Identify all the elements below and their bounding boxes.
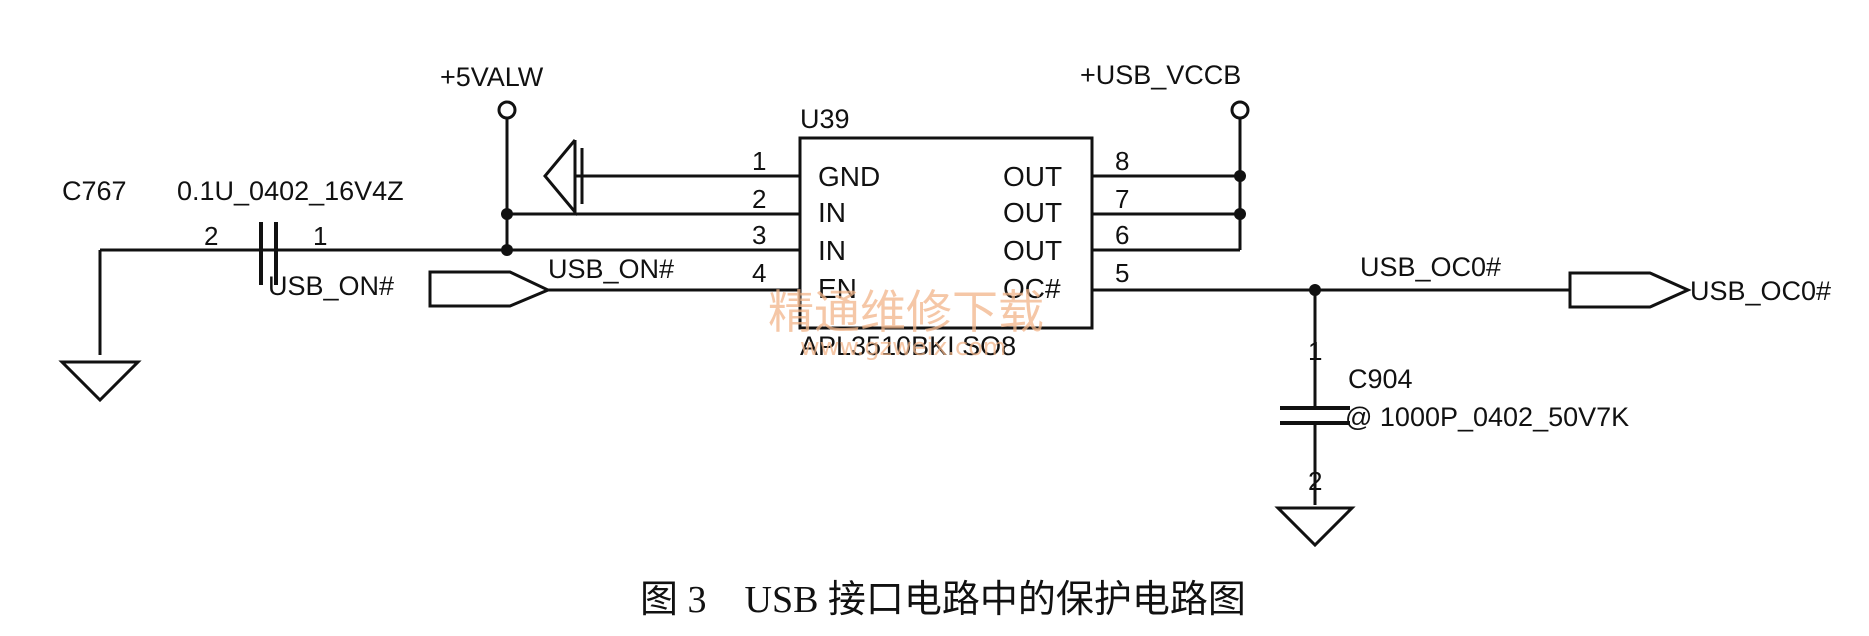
ic-pin2-name: IN [818,197,846,228]
ic-pin5-num: 5 [1115,258,1129,288]
ic-pin7-num: 7 [1115,184,1129,214]
ic-pin6-num: 6 [1115,220,1129,250]
ic-pin1-name: GND [818,161,880,192]
c767-ref: C767 [62,176,127,206]
usb-oc-wire-label: USB_OC0# [1360,252,1501,282]
gnd-pin1-symbol [543,139,577,217]
junction-out-pin7 [1234,208,1246,220]
junction-out-pin8 [1234,170,1246,182]
figure-caption: 图 3 USB 接口电路中的保护电路图 [640,579,1246,621]
ic-pin7-name: OUT [1003,197,1062,228]
ic-body [798,136,1094,330]
ic-pin3-num: 3 [752,220,766,250]
ic-part-number: APL3510BKI SO8 [800,331,1016,361]
ic-pin4-name: EN [818,273,857,304]
usb-on-port-label: USB_ON# [268,271,394,301]
rail-5valw-terminal [497,100,517,120]
junction-5valw-pin2 [501,208,513,220]
ic-pin8-name: OUT [1003,161,1062,192]
ic-pin8-num: 8 [1115,146,1129,176]
ic-pin5-name: OC# [1003,273,1061,304]
rail-usb-vccb-terminal [1230,100,1250,120]
usb-on-port [428,270,552,308]
rail-5valw-label: +5VALW [440,62,544,92]
ic-pin4-num: 4 [752,258,766,288]
c767-pin-right: 1 [313,221,327,251]
watermark-cn: 精通维修下载 [768,285,1044,339]
junction-5valw-pin3 [501,244,513,256]
c904-ref: C904 [1348,364,1413,394]
c904-pin-top: 1 [1308,336,1322,366]
rail-usb-vccb-label: +USB_VCCB [1080,60,1241,90]
ic-pin2-num: 2 [752,184,766,214]
usb-on-wire-label: USB_ON# [548,254,674,284]
watermark-url: www.gzweix.com [800,333,1006,361]
usb-oc-port-label: USB_OC0# [1690,276,1831,306]
c904-pin-bottom: 2 [1308,466,1322,496]
ic-pin1-num: 1 [752,146,766,176]
ic-pin3-name: IN [818,235,846,266]
usb-oc-port [1568,271,1692,309]
ic-pin6-name: OUT [1003,235,1062,266]
c767-pin-left: 2 [204,221,218,251]
ic-ref: U39 [800,104,850,134]
c904-value: @ 1000P_0402_50V7K [1345,402,1629,432]
gnd-c767-symbol [58,360,142,403]
gnd-c904-symbol [1274,506,1356,548]
c767-value: 0.1U_0402_16V4Z [177,176,404,206]
